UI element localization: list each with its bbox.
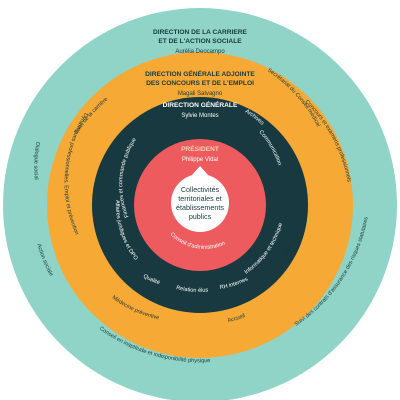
outer-ring-heading-line1: DIRECTION DE LA CARRIERE (153, 29, 248, 36)
center-disc-notch (192, 166, 208, 175)
center-line2: territoriales et (178, 194, 222, 203)
outer-ring-heading-line2: ET DE L'ACTION SOCIALE (158, 38, 242, 45)
center-line3: établissements (176, 203, 224, 212)
president-heading: PRÉSIDENT (181, 144, 219, 153)
center-line1: Collectivités (181, 185, 220, 194)
outer-item-dialogue-social: Dialogue social (32, 142, 40, 180)
center-line4: publics (189, 212, 212, 221)
outer-ring-person: Aurélia Deocampo (175, 49, 225, 55)
inner-item-relation-elus: Relation élus (176, 285, 209, 294)
inner-ring-heading: DIRECTION GÉNÉRALE (163, 100, 238, 109)
middle-item-accueil: Accueil (227, 313, 246, 324)
middle-ring-person: Magali Salvagno (178, 91, 223, 97)
middle-ring-heading-line2: DES CONCOURS ET DE L'EMPLOI (146, 80, 254, 87)
middle-ring-heading-line1: DIRECTION GÉNÉRALE ADJOINTE (145, 69, 255, 78)
president-person: Philippe Vidal (182, 157, 218, 163)
center-disc (171, 174, 229, 232)
inner-ring-person: Sylvie Montes (181, 113, 218, 119)
